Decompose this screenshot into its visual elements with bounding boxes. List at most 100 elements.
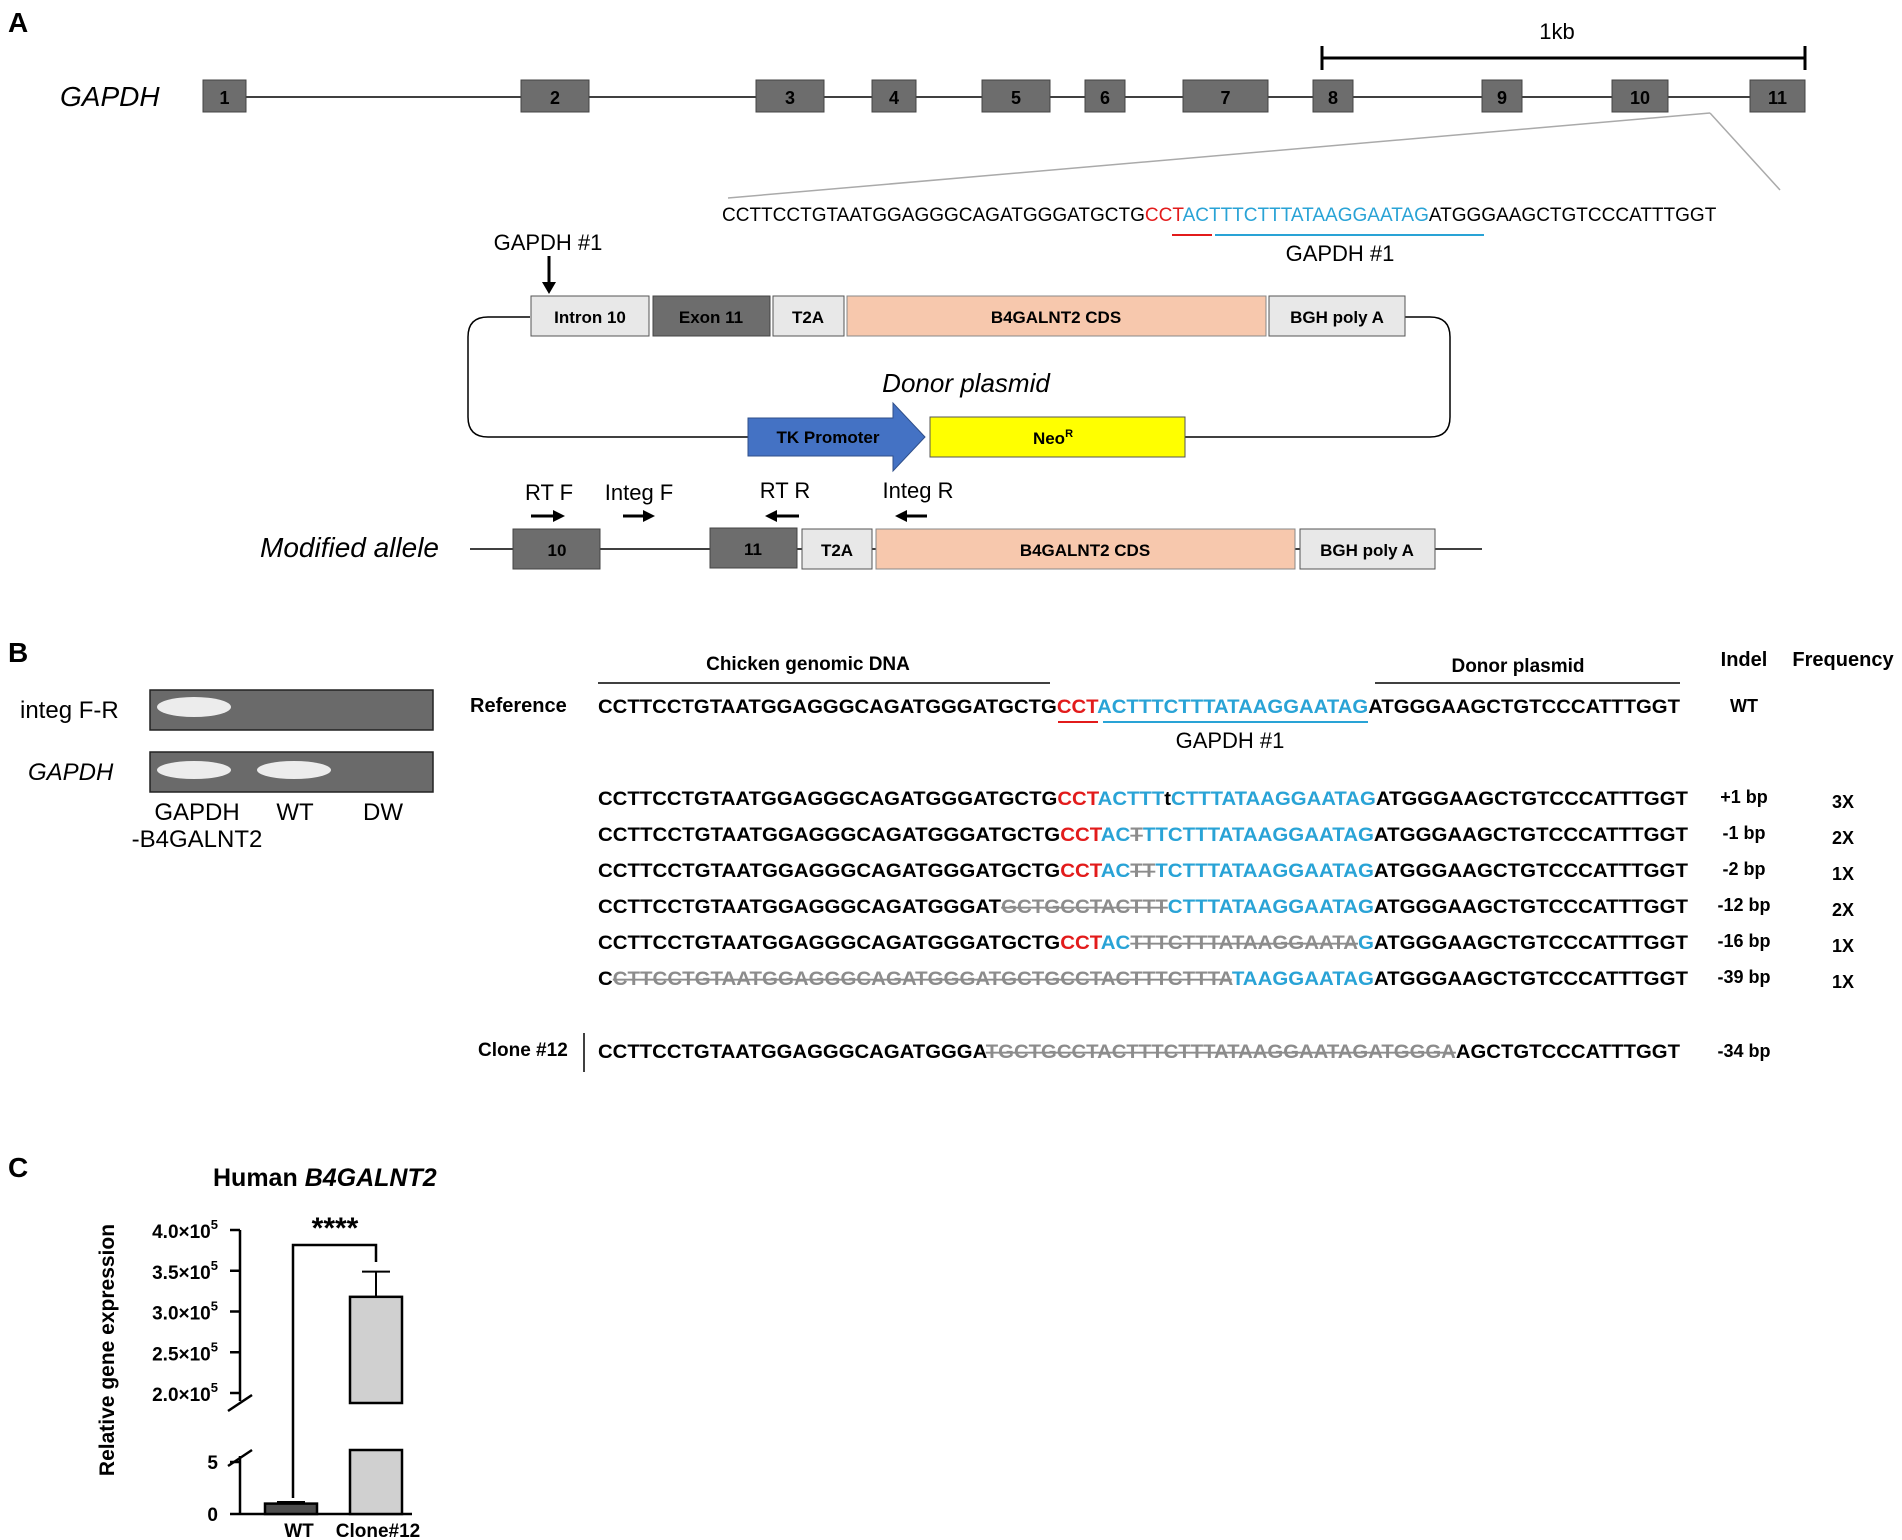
guide-label: GAPDH #1 — [1286, 241, 1395, 266]
clone-label: Clone #12 — [478, 1040, 568, 1061]
exon-10-label: 10 — [1630, 88, 1650, 108]
bar-1 — [263, 1502, 319, 1516]
variant-indel-5: -16 bp — [1717, 931, 1770, 951]
gel-lane-label-2: WT — [276, 799, 314, 826]
exon-5-box — [981, 79, 1051, 113]
gel-band-integ-lane1 — [157, 697, 231, 717]
exon-7-label: 7 — [1220, 88, 1230, 108]
donor-exon11-box — [652, 295, 771, 337]
exon-7-box — [1182, 79, 1269, 113]
gel-image — [149, 689, 434, 793]
variant-indel-6: -39 bp — [1717, 967, 1770, 987]
ref-guide: ACTTTCTTTATAAGGAATAG — [1097, 697, 1368, 718]
mod-exon11-box — [709, 527, 798, 569]
mod-t2a-box — [801, 528, 873, 570]
target-sequence: CCTTCCTGTAATGGAGGGCAGATGGGATGCTGCCTACTTT… — [722, 205, 1717, 226]
modified-allele-label: Modified allele — [260, 532, 439, 563]
y-tick-label-upper-1: 2.5×105 — [152, 1339, 218, 1365]
exon-9-label: 9 — [1497, 88, 1507, 108]
mod-exon11-label: 11 — [744, 540, 762, 559]
seq-left: CCTTCCTGTAATGGAGGGCAGATGGGATGCTG — [722, 205, 1145, 226]
clone-indel: -34 bp — [1717, 1041, 1770, 1061]
mod-cds-label: B4GALNT2 CDS — [1020, 541, 1150, 560]
variant-5-seg-2: AC — [1101, 933, 1131, 954]
donor-plasmid-title: Donor plasmid — [882, 368, 1051, 398]
ref-guide-label: GAPDH #1 — [1176, 728, 1285, 753]
chart-title-gene: B4GALNT2 — [305, 1164, 437, 1192]
exon-4-label: 4 — [889, 88, 899, 108]
chart-y-axis-label: Relative gene expression — [96, 1224, 119, 1476]
variant-2-seg-0: CCTTCCTGTAATGGAGGGCAGATGGGATGCTG — [598, 825, 1060, 846]
primer-integ-r-arrow — [895, 510, 927, 522]
panel-label-a: A — [8, 7, 28, 38]
ref-left: CCTTCCTGTAATGGAGGGCAGATGGGATGCTG — [598, 697, 1057, 718]
variant-1-seg-4: CTTTATAAGGAATAG — [1171, 789, 1376, 810]
gel-row-label-integ: integ F-R — [20, 697, 119, 724]
cut-arrow — [542, 256, 556, 294]
variant-2-seg-2: AC — [1101, 825, 1131, 846]
clone-seg-0: CCTTCCTGTAATGGAGGGCAGATGGGA — [598, 1042, 988, 1063]
mod-exon10-label: 10 — [548, 541, 567, 560]
variant-1-seg-1: CCT — [1057, 789, 1099, 810]
y-tick-label-upper-0-exp: 5 — [211, 1380, 218, 1395]
tk-promoter-arrow — [747, 401, 926, 473]
header-frequency: Frequency — [1792, 649, 1894, 671]
chart-title-prefix: Human — [213, 1164, 305, 1192]
reference-label: Reference — [470, 695, 567, 717]
variant-indel-2: -1 bp — [1723, 823, 1766, 843]
y-tick-label-upper-1-base: 2.5×10 — [152, 1344, 211, 1365]
variant-5-seg-4: G — [1358, 933, 1374, 954]
gel-lane-label-1a: GAPDH — [154, 799, 239, 826]
seq-guide: ACTTTCTTTATAAGGAATAG — [1183, 205, 1429, 226]
variant-6-seg-3: ATGGGAAGCTGTCCCATTTGGT — [1374, 969, 1688, 990]
variant-5-seg-3: TTTCTTTATAAGGAATA — [1130, 933, 1358, 954]
gel-band-gapdh-lane1 — [157, 761, 231, 779]
y-tick-label-upper-0-base: 2.0×10 — [152, 1385, 211, 1406]
mod-bgh-label: BGH poly A — [1320, 541, 1414, 560]
donor-intron10-box — [530, 295, 650, 337]
variant-3-seg-0: CCTTCCTGTAATGGAGGGCAGATGGGATGCTG — [598, 861, 1060, 882]
variant-2-seg-4: TTCTTTATAAGGAATAG — [1143, 825, 1374, 846]
exon-10-box — [1611, 79, 1669, 113]
y-tick-label-upper-4: 4.0×105 — [152, 1217, 218, 1243]
variant-4-seg-2: CTTTATAAGGAATAG — [1168, 897, 1374, 918]
x-tick-label-2: Clone#12 — [336, 1521, 420, 1540]
variant-2-seg-5: ATGGGAAGCTGTCCCATTTGGT — [1374, 825, 1688, 846]
exon-1-box — [202, 79, 247, 113]
variant-4-seg-1: GCTGCCTACTTT — [1001, 897, 1168, 918]
mod-cds-box — [875, 528, 1296, 570]
neo-superscript: R — [1065, 428, 1073, 440]
ref-pam: CCT — [1057, 697, 1099, 718]
seq-right: ATGGGAAGCTGTCCCATTTGGT — [1429, 205, 1717, 226]
neo-box — [929, 416, 1186, 458]
variant-2-seg-3: T — [1130, 825, 1143, 846]
exon-6-box — [1084, 79, 1126, 113]
ref-indel: WT — [1730, 696, 1758, 716]
variant-1-seg-0: CCTTCCTGTAATGGAGGGCAGATGGGATGCTG — [598, 789, 1057, 810]
y-tick-label-upper-2: 3.0×105 — [152, 1299, 218, 1325]
donor-t2a-box — [772, 295, 845, 337]
exon-4-box — [871, 79, 917, 113]
axis-break-mark-bottom — [227, 1448, 253, 1468]
donor-cds-label: B4GALNT2 CDS — [991, 308, 1121, 327]
variant-frequency-4: 2X — [1832, 900, 1854, 920]
plasmid-backbone-left — [467, 316, 748, 438]
scale-label: 1kb — [1539, 19, 1574, 44]
donor-intron10-label: Intron 10 — [554, 308, 626, 327]
y-tick-label-upper-2-exp: 5 — [211, 1299, 218, 1314]
variant-1-seg-2: ACTTT — [1098, 789, 1165, 810]
variant-frequency-3: 1X — [1832, 864, 1854, 884]
primer-integ-r-label: Integ R — [883, 478, 954, 503]
variant-2-seg-1: CCT — [1060, 825, 1102, 846]
y-tick-label-upper-3: 3.5×105 — [152, 1258, 218, 1284]
significance-label: **** — [312, 1212, 359, 1245]
x-tick-label-1: WT — [284, 1521, 314, 1540]
mod-bgh-box — [1299, 528, 1436, 570]
variant-frequency-1: 3X — [1832, 792, 1854, 812]
mod-t2a-label: T2A — [821, 541, 853, 560]
